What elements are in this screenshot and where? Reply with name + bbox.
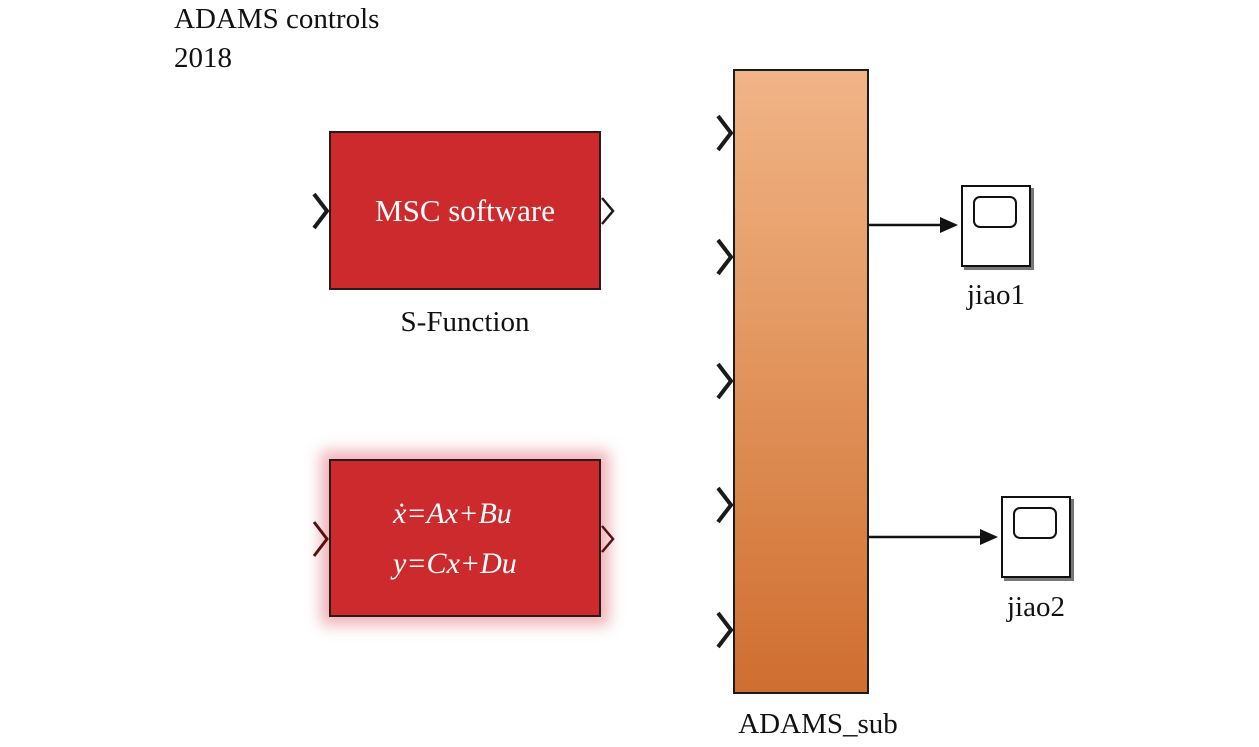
state-space-input-port[interactable]	[312, 521, 329, 557]
scope-jiao2[interactable]	[1001, 496, 1071, 578]
scope-jiao2-label: jiao2	[1007, 591, 1065, 623]
adams-sub-input-port-3[interactable]	[716, 362, 734, 400]
state-space-output-port[interactable]	[601, 525, 615, 553]
s-function-output-port[interactable]	[601, 197, 615, 225]
s-function-input-port[interactable]	[312, 192, 330, 230]
adams-sub-input-port-1[interactable]	[716, 114, 734, 152]
scope-screen-icon	[1013, 507, 1057, 539]
s-function-block[interactable]: MSC software	[329, 131, 601, 290]
arrowhead-jiao1	[940, 217, 958, 233]
s-function-label: S-Function	[400, 306, 530, 338]
adams-sub-input-port-5[interactable]	[716, 611, 734, 649]
adams-sub-block[interactable]	[733, 69, 869, 694]
s-function-block-text: MSC software	[375, 193, 555, 228]
scope-screen-icon	[973, 196, 1017, 228]
adams-sub-input-port-2[interactable]	[716, 238, 734, 276]
scope-jiao1-label: jiao1	[967, 279, 1025, 311]
arrowhead-jiao2	[980, 529, 998, 545]
model-title: ADAMS controls	[174, 3, 380, 35]
scope-jiao1[interactable]	[961, 185, 1031, 267]
adams-sub-input-port-4[interactable]	[716, 486, 734, 524]
state-equation: ẋ=Ax+Bu	[393, 497, 512, 530]
adams-sub-label: ADAMS_sub	[738, 708, 898, 740]
state-space-block[interactable]: ẋ=Ax+Bu y=Cx+Du	[329, 459, 601, 617]
model-year: 2018	[174, 42, 232, 74]
output-equation: y=Cx+Du	[393, 547, 517, 580]
